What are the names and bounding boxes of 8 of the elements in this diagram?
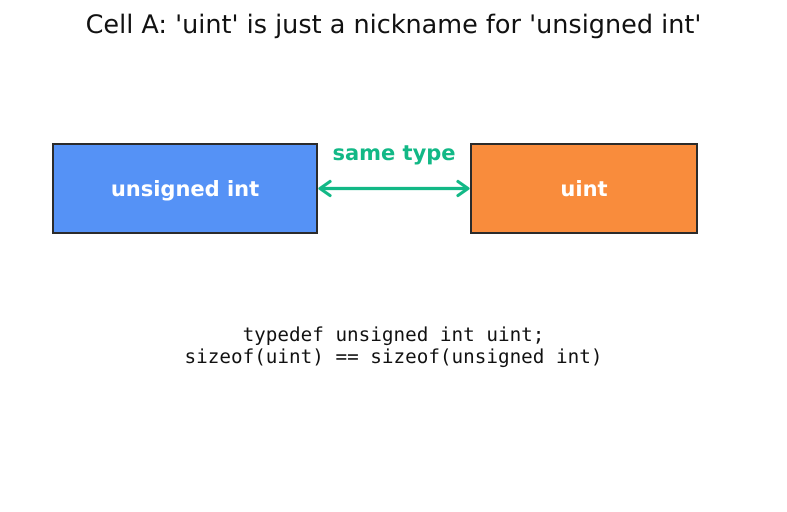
type-box [52, 143, 318, 234]
type-name: uint [560, 176, 608, 202]
type-box [470, 143, 698, 234]
code-line: sizeof(uint) == sizeof(unsigned int) [184, 346, 602, 368]
code-line: typedef unsigned int uint; [242, 324, 544, 346]
type-name: unsigned int [110, 176, 260, 202]
diagram-title: Cell A: 'uint' is just a nickname for 'unsigned int' [86, 9, 702, 41]
double-headed-arrow [318, 180, 470, 198]
